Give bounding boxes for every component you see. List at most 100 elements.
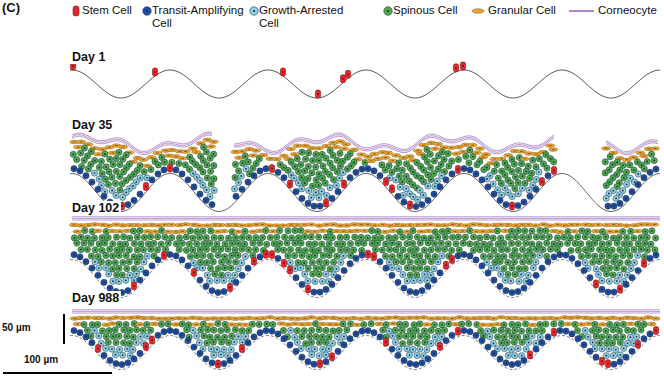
- cell: [173, 241, 179, 247]
- cell-nucleus: [217, 254, 219, 256]
- cell-nucleus: [314, 243, 316, 245]
- cell: [396, 241, 402, 247]
- cell: [82, 227, 88, 233]
- cell: [185, 177, 191, 183]
- cell-nucleus: [374, 237, 376, 239]
- stem-cell: [383, 178, 388, 186]
- cell-nucleus: [133, 256, 135, 258]
- stem-cell: [509, 202, 514, 210]
- cell: [250, 240, 256, 246]
- granular-cell: [181, 150, 190, 154]
- cell: [316, 182, 322, 188]
- cell: [437, 184, 443, 190]
- cell-nucleus: [146, 231, 149, 232]
- cell-nucleus: [139, 193, 141, 195]
- cell-nucleus: [179, 237, 181, 239]
- cell-nucleus: [206, 225, 209, 226]
- cell-nucleus: [184, 151, 187, 152]
- cell-nucleus: [613, 237, 615, 239]
- cell: [131, 254, 137, 260]
- cell: [183, 234, 189, 240]
- cell-nucleus: [379, 175, 381, 177]
- cell-nucleus: [416, 225, 419, 226]
- cell-nucleus: [522, 175, 524, 177]
- cell-nucleus: [101, 249, 103, 251]
- cell: [389, 254, 395, 260]
- cell: [397, 184, 403, 190]
- cell-nucleus: [434, 185, 436, 187]
- cell-nucleus: [94, 261, 96, 263]
- cell-nucleus: [157, 249, 159, 251]
- cell: [81, 157, 87, 163]
- cell: [334, 157, 340, 163]
- cell-nucleus: [463, 168, 465, 170]
- cell-nucleus: [655, 237, 657, 239]
- cell-nucleus: [373, 154, 376, 155]
- cell-nucleus: [398, 243, 400, 245]
- cell-nucleus: [199, 143, 202, 144]
- cell-nucleus: [381, 164, 383, 166]
- cell: [509, 193, 515, 199]
- cell: [425, 183, 431, 189]
- cell: [512, 234, 518, 240]
- cell-nucleus: [339, 177, 341, 179]
- cell-nucleus: [423, 224, 426, 225]
- cell: [245, 159, 251, 165]
- cell-nucleus: [559, 231, 562, 232]
- cell-nucleus: [269, 158, 272, 159]
- cell-nucleus: [251, 231, 254, 232]
- cell-nucleus: [122, 146, 125, 147]
- cell-nucleus: [469, 243, 471, 245]
- granular-cell: [209, 140, 218, 144]
- cell-nucleus: [510, 182, 512, 184]
- cell-nucleus: [391, 171, 393, 173]
- granular-cell: [650, 223, 659, 227]
- cell: [439, 253, 445, 259]
- cell-nucleus: [493, 159, 496, 160]
- cell: [572, 240, 578, 246]
- cell-nucleus: [244, 155, 246, 157]
- cell: [120, 156, 126, 162]
- cell-nucleus: [353, 224, 356, 225]
- cell-nucleus: [453, 231, 456, 232]
- cell: [298, 227, 304, 233]
- cell-nucleus: [119, 164, 121, 166]
- cell-nucleus: [213, 190, 215, 192]
- cell-nucleus: [136, 261, 138, 263]
- cell-nucleus: [584, 236, 586, 238]
- cell: [641, 166, 647, 172]
- cell-nucleus: [451, 249, 453, 251]
- cell: [369, 228, 375, 234]
- cell-nucleus: [90, 151, 92, 153]
- cell-nucleus: [485, 225, 488, 226]
- granular-cell: [546, 144, 555, 148]
- cell-nucleus: [511, 205, 513, 207]
- cell: [208, 228, 214, 234]
- cell: [323, 234, 329, 240]
- cell: [322, 180, 328, 186]
- cell: [614, 240, 620, 246]
- cell-nucleus: [184, 164, 186, 166]
- cell-nucleus: [615, 231, 618, 232]
- cell-nucleus: [244, 243, 246, 245]
- cell-nucleus: [654, 249, 656, 251]
- cell: [179, 171, 185, 177]
- cell: [359, 166, 365, 172]
- cell: [292, 228, 298, 234]
- cell-nucleus: [539, 254, 541, 256]
- cell: [420, 192, 426, 198]
- granular-cell: [139, 158, 148, 162]
- cell-nucleus: [532, 159, 534, 161]
- cell-nucleus: [492, 237, 494, 239]
- cell-nucleus: [135, 225, 138, 226]
- cell: [509, 253, 515, 259]
- cell-nucleus: [492, 183, 494, 185]
- cell-nucleus: [531, 230, 533, 232]
- cell: [263, 228, 269, 234]
- cell-nucleus: [189, 256, 191, 258]
- cell: [578, 253, 584, 259]
- cell-nucleus: [482, 157, 485, 158]
- cell-nucleus: [118, 231, 121, 232]
- cell: [105, 235, 111, 241]
- cell-nucleus: [111, 190, 113, 192]
